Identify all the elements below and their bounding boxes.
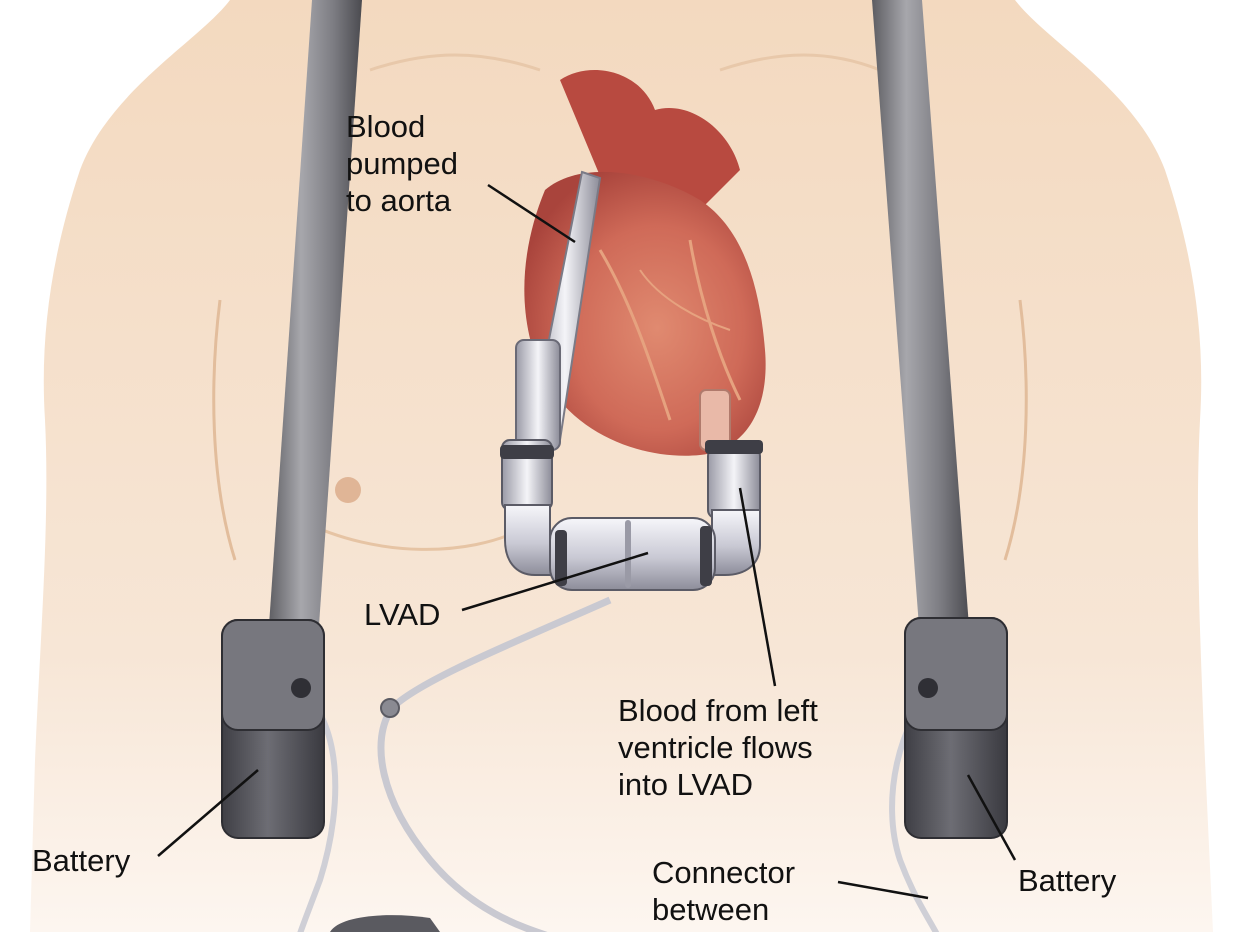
exit-site [380,698,400,718]
label-battery-right: Battery [1018,862,1116,899]
right-ring [705,440,763,454]
pump-band-1 [555,530,567,586]
label-left-ventricle-line-1: Blood from left [618,693,818,728]
leader-left-ventricle [738,487,777,687]
label-aorta-line-1: Blood [346,109,426,144]
graft-collar [515,339,561,451]
collarbone-left [369,53,541,72]
driveline [377,596,612,932]
controller-top [330,915,440,932]
leader-battery-right [966,774,1017,861]
left-arm-crease [212,299,237,561]
left-strap [268,0,362,640]
label-battery-left: Battery [32,842,130,879]
right-battery [904,617,1008,839]
label-lvad: LVAD [364,596,440,633]
label-left-ventricle-line-3: into LVAD [618,767,753,802]
collarbone-right [719,53,881,72]
nipple [335,477,361,503]
heart-vessel-3 [639,269,731,331]
leader-lines [157,183,1017,900]
left-ring [500,445,554,459]
chest-contour [299,518,521,551]
label-aorta-line-2: pumped [346,146,459,181]
pump-body [549,517,716,591]
right-arm-crease [1003,299,1028,561]
label-aorta-line-3: to aorta [346,183,452,218]
label-lvad-line-1: LVAD [364,597,441,632]
label-left-ventricle-line-2: ventricle flows [618,730,813,765]
heart-vessel-1 [598,249,672,421]
pump-band-3 [625,520,631,588]
right-strap [872,0,970,640]
label-battery-right-line-1: Battery [1018,863,1117,898]
label-connector-line-1: Connector [652,855,796,890]
leader-lvad [461,551,649,612]
leader-connector [837,880,929,900]
label-connector-line-2: between [652,892,770,927]
label-left-ventricle: Blood from left ventricle flows into LVA… [618,692,818,803]
pump-band-2 [700,526,712,586]
leader-aorta [487,183,576,244]
left-battery [221,619,325,839]
label-aorta: Blood pumped to aorta [346,108,458,219]
right-connector [707,447,761,519]
label-battery-left-line-1: Battery [32,843,131,878]
label-connector: Connector between [652,854,795,928]
leader-battery-left [157,769,259,857]
heart-vessel-2 [688,239,742,401]
